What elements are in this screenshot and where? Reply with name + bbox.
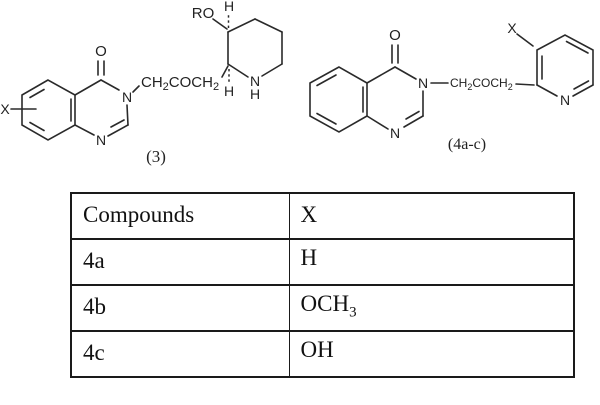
linker-bonds bbox=[132, 65, 229, 93]
compound-cell: 4a bbox=[71, 238, 289, 285]
linker-bonds bbox=[430, 82, 535, 86]
stereo-hydrogen-bonds bbox=[227, 13, 230, 84]
carbonyl-oxygen-label: O bbox=[389, 27, 401, 44]
x-value: OH bbox=[300, 337, 334, 363]
x-substituent-label: X bbox=[0, 101, 10, 117]
piperidine-nh-label: H bbox=[250, 86, 260, 102]
pyridine-n-label: N bbox=[560, 92, 570, 108]
compound-4ac-label: (4a-c) bbox=[448, 136, 486, 153]
compound-cell: 4c bbox=[71, 330, 289, 377]
pyridine-ring bbox=[536, 34, 594, 97]
x-value: H bbox=[300, 245, 318, 271]
header-compounds: Compounds bbox=[83, 201, 195, 227]
ro-group-label: RO bbox=[192, 5, 215, 22]
table-header-row: Compounds X bbox=[71, 193, 574, 239]
carbonyl-double-bond bbox=[391, 44, 399, 64]
x-value-subscript: 3 bbox=[349, 304, 357, 321]
piperidine-n-label: N bbox=[250, 73, 260, 89]
table-row: 4b OCH3 bbox=[71, 284, 574, 331]
stereo-h-bottom-label: H bbox=[224, 83, 234, 99]
structure-4a-c: O N N CH2COCH2 X N (4a-c) bbox=[309, 20, 594, 153]
n3-label: N bbox=[122, 89, 132, 105]
x-cell: H bbox=[288, 238, 574, 285]
n1-label: N bbox=[96, 132, 106, 148]
x-substituent-bond bbox=[516, 33, 534, 47]
linker-formula: CH2COCH2 bbox=[141, 74, 219, 93]
x-value: OCH bbox=[300, 291, 350, 317]
structure-3: X O N N CH2COCH2 bbox=[0, 0, 283, 166]
compound-3-label: (3) bbox=[146, 147, 166, 166]
pyrimidinone-ring bbox=[74, 79, 129, 137]
x-cell: OCH3 bbox=[288, 284, 574, 331]
linker-formula: CH2COCH2 bbox=[450, 76, 513, 92]
x-substituent-label: X bbox=[507, 20, 517, 36]
chemical-structures-figure: X O N N CH2COCH2 bbox=[0, 0, 594, 166]
header-x: X bbox=[288, 193, 574, 239]
n3-label: N bbox=[418, 75, 428, 91]
carbonyl-oxygen-label: O bbox=[95, 43, 107, 60]
stereo-h-top-label: H bbox=[224, 0, 234, 14]
table-row: 4c OH bbox=[71, 330, 574, 377]
n1-label: N bbox=[390, 125, 400, 141]
compounds-table: Compounds X 4a H 4b OCH3 4c OH bbox=[70, 192, 575, 378]
pyrimidinone-ring bbox=[366, 66, 424, 130]
table-row: 4a H bbox=[71, 238, 574, 285]
benzene-ring bbox=[309, 66, 368, 133]
carbonyl-double-bond bbox=[97, 60, 105, 76]
x-cell: OH bbox=[288, 330, 574, 377]
piperidine-ring bbox=[227, 18, 283, 78]
benzene-ring bbox=[21, 79, 76, 141]
compound-cell: 4b bbox=[71, 284, 289, 331]
ro-bond bbox=[212, 18, 228, 30]
